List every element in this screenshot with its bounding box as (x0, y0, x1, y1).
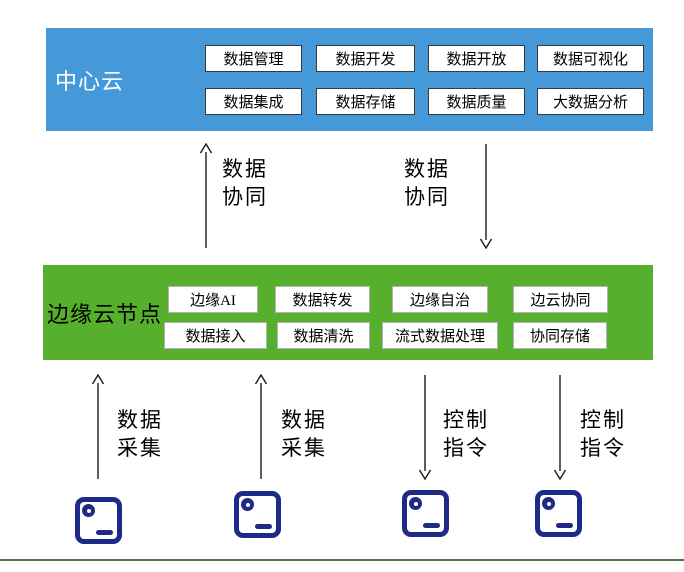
footer-divider (0, 559, 684, 561)
camera-device-icon (75, 497, 122, 544)
device-dash (423, 523, 440, 528)
device-dash (556, 523, 573, 528)
edge-service-chip: 协同存储 (513, 322, 607, 349)
central-cloud-box: 中心云 数据管理 数据开发 数据开放 数据可视化 数据集成 数据存储 数据质量 … (46, 28, 653, 131)
flow-label-data-collaboration: 数据 协同 (222, 157, 268, 209)
device-dash (96, 530, 113, 535)
central-service-chip: 数据集成 (205, 88, 302, 115)
central-service-chip: 数据存储 (316, 88, 415, 115)
device-lens-dot (241, 498, 254, 511)
flow-label-control-command: 控制 指令 (580, 408, 626, 460)
edge-service-chip: 数据清洗 (277, 322, 370, 349)
central-service-chip: 大数据分析 (537, 88, 644, 115)
central-service-chip: 数据可视化 (537, 45, 644, 72)
edge-service-chip: 数据转发 (275, 286, 370, 313)
camera-device-icon (535, 490, 582, 537)
flow-label-data-collection: 数据 采集 (117, 408, 163, 460)
edge-cloud-label: 边缘云节点 (47, 301, 163, 327)
arrow-down-icon (479, 144, 493, 249)
arrow-up-icon (91, 374, 105, 479)
flow-label-control-command: 控制 指令 (443, 408, 489, 460)
edge-cloud-box: 边缘云节点 边缘AI 数据转发 边缘自治 边云协同 数据接入 数据清洗 流式数据… (43, 265, 653, 360)
central-service-chip: 数据质量 (428, 88, 525, 115)
arrow-up-icon (254, 374, 268, 479)
edge-service-chip: 流式数据处理 (382, 322, 498, 349)
flow-label-data-collection: 数据 采集 (281, 408, 327, 460)
central-service-chip: 数据开放 (428, 45, 525, 72)
camera-device-icon (234, 491, 281, 538)
device-lens-dot (542, 497, 555, 510)
edge-service-chip: 数据接入 (164, 322, 267, 349)
camera-device-icon (402, 490, 449, 537)
central-service-chip: 数据开发 (316, 45, 415, 72)
edge-service-chip: 边缘自治 (392, 286, 488, 313)
arrow-down-icon (553, 375, 567, 480)
device-dash (255, 524, 272, 529)
edge-service-chip: 边云协同 (513, 286, 608, 313)
flow-label-data-collaboration: 数据 协同 (404, 157, 450, 209)
arrow-down-icon (418, 375, 432, 480)
central-cloud-label: 中心云 (55, 68, 125, 94)
edge-service-chip: 边缘AI (168, 286, 258, 313)
device-lens-dot (82, 504, 95, 517)
arrow-up-icon (199, 143, 213, 248)
central-service-chip: 数据管理 (205, 45, 302, 72)
device-lens-dot (409, 497, 422, 510)
